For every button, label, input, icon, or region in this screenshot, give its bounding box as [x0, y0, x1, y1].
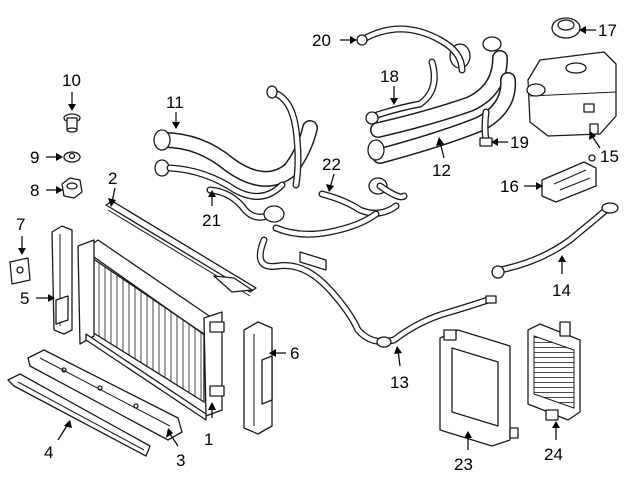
callout-9: 9	[30, 148, 63, 167]
callout-8: 8	[30, 181, 63, 200]
part-22-long-hose	[272, 190, 400, 238]
svg-text:2: 2	[108, 169, 117, 188]
part-18-small-hose	[365, 58, 438, 125]
svg-text:14: 14	[552, 281, 571, 300]
svg-text:17: 17	[598, 21, 617, 40]
callout-10: 10	[62, 71, 81, 111]
svg-text:4: 4	[44, 443, 53, 462]
callout-1: 1	[204, 402, 216, 449]
part-21-small-hose	[206, 186, 285, 223]
callout-6: 6	[269, 344, 299, 363]
part-5-left-air-guide	[51, 225, 73, 335]
part-3-lower-deflector	[27, 349, 183, 441]
svg-text:1: 1	[204, 430, 213, 449]
svg-text:12: 12	[432, 161, 451, 180]
part-7-bracket	[9, 257, 31, 285]
svg-text:18: 18	[380, 67, 399, 86]
callout-21: 21	[202, 190, 221, 230]
svg-text:19: 19	[510, 133, 529, 152]
svg-text:11: 11	[166, 93, 184, 112]
part-1-radiator	[77, 239, 225, 421]
part-6-right-air-guide	[243, 321, 273, 435]
part-14-right-hose	[491, 202, 619, 279]
part-8-grommet	[61, 177, 83, 199]
svg-text:9: 9	[30, 148, 39, 167]
svg-text:10: 10	[62, 71, 81, 90]
part-20-vent-hose	[356, 25, 466, 74]
svg-text:8: 8	[30, 181, 39, 200]
svg-text:23: 23	[454, 455, 473, 474]
callout-11: 11	[166, 93, 184, 129]
svg-text:6: 6	[290, 344, 299, 363]
part-10-bolt	[63, 113, 81, 133]
callout-23: 23	[454, 431, 473, 474]
part-24-auxiliary-radiator	[527, 321, 581, 421]
svg-text:24: 24	[544, 445, 563, 464]
svg-text:3: 3	[176, 451, 185, 470]
part-15-expansion-tank	[526, 51, 617, 137]
callout-17: 17	[579, 21, 617, 40]
callout-14: 14	[552, 255, 571, 300]
part-4-lower-panel	[7, 373, 151, 457]
svg-text:5: 5	[20, 289, 29, 308]
callout-7: 7	[16, 215, 26, 255]
svg-text:15: 15	[600, 147, 619, 166]
svg-text:16: 16	[500, 177, 519, 196]
callout-20: 20	[312, 31, 357, 50]
callout-24: 24	[544, 421, 563, 464]
svg-text:7: 7	[16, 215, 25, 234]
svg-text:22: 22	[322, 155, 341, 174]
svg-text:13: 13	[390, 373, 409, 392]
part-23-cooler-frame	[439, 329, 519, 447]
part-13-lower-hose	[256, 236, 497, 348]
callout-2: 2	[108, 169, 117, 207]
callout-16: 16	[500, 177, 543, 196]
callout-19: 19	[491, 133, 529, 152]
part-16-bracket	[541, 154, 597, 203]
svg-text:20: 20	[312, 31, 331, 50]
svg-text:21: 21	[202, 211, 221, 230]
part-11-upper-hose	[153, 85, 318, 200]
callout-22: 22	[322, 155, 341, 192]
callout-18: 18	[380, 67, 399, 105]
callout-15: 15	[589, 131, 619, 166]
callout-3: 3	[166, 428, 185, 470]
callout-4: 4	[44, 420, 72, 462]
part-9-nut	[63, 151, 81, 163]
callout-13: 13	[390, 346, 409, 392]
part-17-tank-cap	[551, 17, 581, 39]
callout-5: 5	[20, 289, 55, 308]
callout-12: 12	[432, 137, 451, 180]
